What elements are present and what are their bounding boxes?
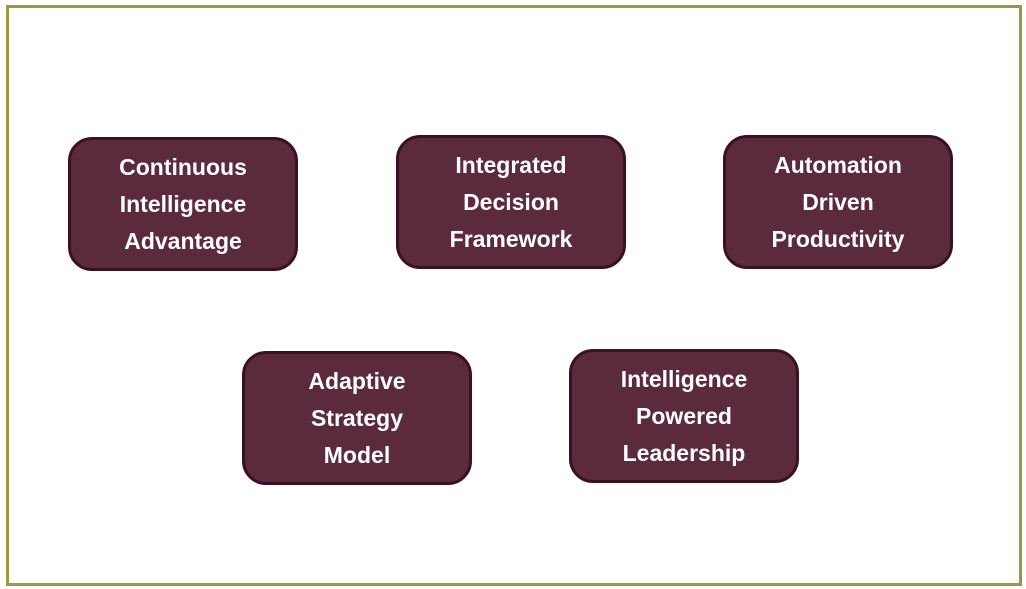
box-intelligence-powered-leadership: Intelligence Powered Leadership xyxy=(569,349,799,483)
box-continuous-intelligence-advantage: Continuous Intelligence Advantage xyxy=(68,137,298,271)
box-label: Intelligence Powered Leadership xyxy=(620,365,748,466)
box-label: Adaptive Strategy Model xyxy=(308,367,406,468)
box-label: Integrated Decision Framework xyxy=(449,151,573,252)
box-automation-driven-productivity: Automation Driven Productivity xyxy=(723,135,953,269)
box-adaptive-strategy-model: Adaptive Strategy Model xyxy=(242,351,472,485)
box-label: Continuous Intelligence Advantage xyxy=(119,153,247,254)
diagram-frame xyxy=(6,5,1022,586)
box-label: Automation Driven Productivity xyxy=(771,151,905,252)
box-integrated-decision-framework: Integrated Decision Framework xyxy=(396,135,626,269)
